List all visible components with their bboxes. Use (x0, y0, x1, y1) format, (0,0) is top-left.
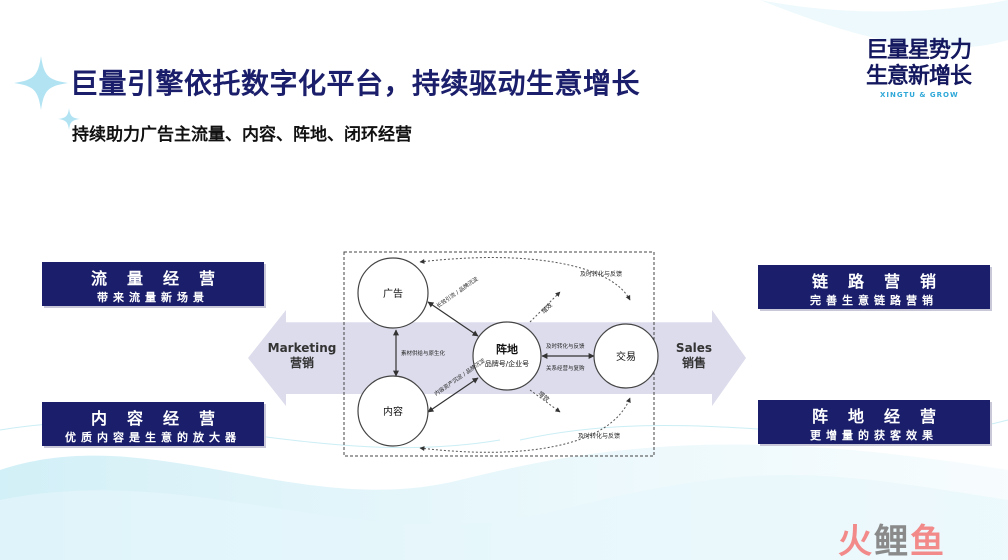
edge-ad-hub (427, 301, 479, 337)
box-link-heading: 链路营销 (811, 272, 956, 291)
node-ad-label: 广告 (383, 287, 403, 300)
label-top-arc: 及时转化与反馈 (580, 270, 622, 278)
box-content-heading: 内容经营 (90, 409, 235, 428)
logo: 巨量星势力 生意新增长 XINGTU & GROW (866, 38, 976, 120)
watermark-char-1: 火 (838, 522, 874, 560)
band-left-en: Marketing (268, 341, 337, 355)
sparkle-small-icon (58, 108, 80, 130)
edge-boost-up (529, 291, 561, 323)
box-traffic-heading: 流量经营 (90, 269, 235, 288)
label-ad-content: 素材供给与原生化 (401, 349, 446, 357)
label-ad-hub: 长效引流 / 品牌沉淀 (435, 274, 480, 309)
box-content: 内容经营 优质内容是生意的放大器 (42, 402, 264, 446)
box-position: 阵地经营 更增量的获客效果 (758, 400, 990, 444)
node-hub-label: 阵地 (496, 342, 518, 356)
page-subtitle: 持续助力广告主流量、内容、阵地、闭环经营 (72, 125, 412, 145)
node-deal (593, 323, 659, 389)
band-right-en: Sales (676, 341, 712, 355)
edge-top-arc (419, 257, 631, 301)
page-title: 巨量引擎依托数字化平台，持续驱动生意增长 (70, 67, 641, 100)
box-link-sub: 完善生意链路营销 (810, 294, 938, 307)
box-position-heading: 阵地经营 (811, 407, 956, 426)
band-right-cn: 销售 (682, 355, 706, 370)
node-ad (357, 257, 429, 329)
node-content (357, 375, 429, 447)
box-link-marketing: 链路营销 完善生意链路营销 (758, 265, 990, 309)
edge-bottom-arc (419, 397, 631, 453)
edge-content-hub (427, 377, 479, 413)
label-hub-deal-top: 及时转化与反馈 (546, 342, 585, 350)
watermark-char-3: 鱼 (910, 522, 946, 560)
box-traffic: 流量经营 带来流量新场景 (42, 262, 264, 306)
watermark-logo: 火鲤鱼 (838, 514, 946, 560)
box-content-sub: 优质内容是生意的放大器 (65, 431, 241, 444)
node-hub (472, 321, 542, 391)
label-bottom-arc: 及时转化与反馈 (578, 432, 620, 440)
box-position-sub: 更增量的获客效果 (810, 429, 938, 442)
node-deal-label: 交易 (616, 350, 636, 363)
node-hub-sublabel: 品牌号/企业号 (485, 359, 529, 368)
node-content-label: 内容 (383, 405, 403, 418)
logo-line-1: 巨量星势力 (866, 38, 972, 63)
band-left-cn: 营销 (290, 355, 314, 370)
watermark-char-2: 鲤 (874, 522, 910, 560)
sparkle-icon (14, 56, 68, 110)
label-boost-up: 增效 (540, 301, 554, 315)
label-hub-deal-bottom: 关系经营与复购 (546, 364, 585, 372)
logo-line-2: 生意新增长 (866, 64, 972, 89)
box-traffic-sub: 带来流量新场景 (97, 291, 209, 304)
logo-subtext: XINGTU & GROW (880, 91, 959, 99)
